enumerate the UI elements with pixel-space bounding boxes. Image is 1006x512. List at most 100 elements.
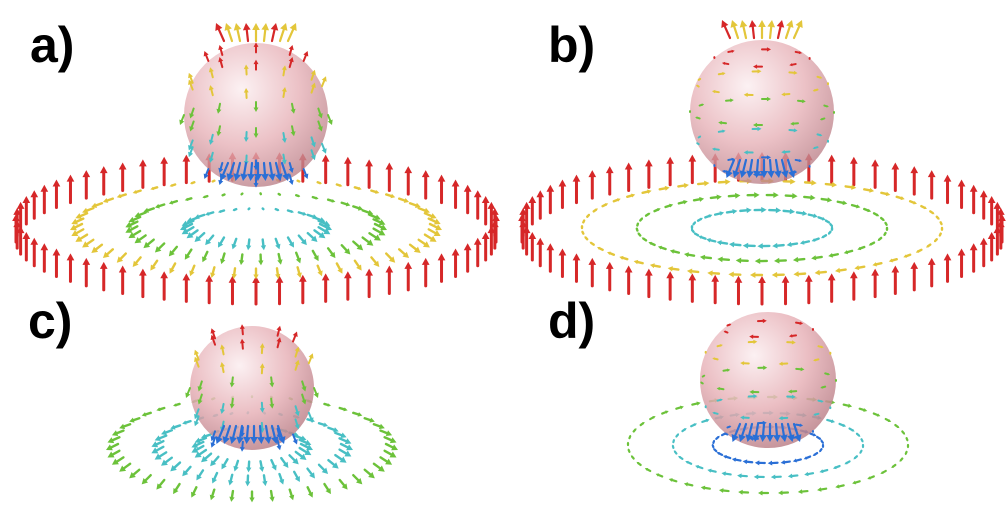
panel-d-ring-arrow bbox=[661, 410, 669, 415]
panel-b-ring-arrow bbox=[792, 256, 806, 263]
panel-b-ring-arrow bbox=[639, 217, 644, 222]
panel-b-ring-arrow bbox=[830, 226, 834, 232]
panel-d-ring-arrow bbox=[835, 484, 845, 489]
panel-a-ring-arrow bbox=[220, 252, 226, 265]
panel-a-ring-arrow bbox=[368, 213, 381, 221]
panel-b-ring-arrow bbox=[784, 193, 798, 199]
panel-d-ring-arrow bbox=[649, 416, 656, 421]
panel-b-ring-arrow bbox=[536, 190, 545, 220]
panel-d-sphere-arrow bbox=[813, 358, 820, 362]
panel-c-sphere bbox=[190, 326, 314, 450]
panel-b-sphere-arrow bbox=[753, 64, 763, 69]
panel-a-ring-arrow bbox=[253, 267, 259, 280]
panel-a-sphere-arrows bbox=[179, 23, 333, 188]
panel-b-ring-arrow bbox=[872, 212, 880, 217]
panel-d-ring-arrow bbox=[880, 469, 887, 474]
panel-a-ring-arrow bbox=[368, 232, 381, 241]
panel-c-sphere-arrow bbox=[270, 424, 279, 444]
panel-b-ring-arrow bbox=[696, 217, 703, 222]
panel-b-ring-arrow bbox=[572, 174, 581, 205]
panel-b-ring-arrow bbox=[895, 195, 905, 201]
panel-b-ring-arrow bbox=[645, 159, 653, 189]
panel-b-ring-arrow bbox=[597, 246, 604, 252]
panel-b-ring-arrow bbox=[669, 249, 681, 254]
panel-b-ring-arrow bbox=[803, 179, 817, 186]
panel-a-sphere-arrow bbox=[208, 133, 214, 145]
panel-a-ring-arrow bbox=[274, 237, 281, 250]
panel-a-ring-arrow bbox=[180, 222, 194, 231]
panel-c-sphere-arrow bbox=[215, 424, 226, 444]
panel-a-ring-arrow bbox=[82, 206, 95, 214]
panel-b-ring-arrow bbox=[939, 221, 943, 226]
panel-c-sphere-arrow bbox=[194, 356, 200, 368]
panel-d-sphere-arrow bbox=[820, 385, 827, 389]
panel-c-sphere-arrow bbox=[269, 397, 275, 409]
panel-b-sphere-arrow bbox=[713, 164, 716, 167]
panel-a-sphere-arrow bbox=[189, 107, 195, 119]
panel-b-sphere-arrow bbox=[788, 128, 798, 133]
panel-a-sphere-arrow bbox=[216, 102, 222, 114]
panel-a-ring-arrow bbox=[423, 233, 437, 242]
panel-b-sphere-arrow bbox=[797, 99, 806, 104]
panel-a-sphere-arrow bbox=[288, 57, 294, 69]
panel-c-sphere-arrow bbox=[197, 393, 203, 405]
panel-c-ring-arrow bbox=[334, 431, 347, 439]
panel-d-ring-arrow bbox=[742, 459, 754, 465]
panel-b-ring-arrow bbox=[910, 261, 919, 292]
panel-b-ring-arrow bbox=[699, 254, 713, 261]
panel-d-ring-arrow bbox=[884, 417, 892, 422]
panel-d-sphere-arrow bbox=[740, 361, 750, 366]
panel-d-sphere-arrow bbox=[757, 365, 768, 370]
panel-b-ring-arrow bbox=[820, 197, 833, 203]
panel-b-ring-arrow bbox=[969, 243, 978, 273]
panel-c-ring-arrow bbox=[245, 474, 251, 487]
panel-c-ring-arrow bbox=[363, 417, 375, 423]
panel-b-ring-arrow bbox=[586, 213, 591, 218]
panel-b-sphere-arrow bbox=[717, 71, 726, 76]
panel-d-sphere-arrow bbox=[795, 367, 805, 372]
panel-c-ring-arrow bbox=[151, 439, 165, 448]
panel-a-ring-arrow bbox=[340, 201, 351, 207]
panel-c-ring-arrow bbox=[221, 458, 229, 470]
panel-a-ring-arrow bbox=[335, 183, 343, 187]
panel-d-sphere-arrow bbox=[701, 374, 706, 378]
panel-a-ring-arrow bbox=[102, 248, 115, 259]
panel-b-ring-arrow bbox=[940, 226, 944, 232]
panel-a-ring-arrow bbox=[365, 268, 373, 299]
panel-c-sphere-arrow bbox=[220, 362, 225, 374]
panel-b-ring-arrow bbox=[584, 236, 589, 241]
panel-a-ring-arrow bbox=[297, 234, 307, 246]
panel-c-ring-arrow bbox=[161, 429, 174, 436]
panel-d-sphere-arrow bbox=[817, 399, 824, 403]
panel-a-sphere-arrow bbox=[179, 114, 185, 125]
panel-d-sphere-arrow bbox=[778, 361, 789, 366]
panel-c-ring-arrow bbox=[317, 422, 329, 428]
panel-c-sphere-arrow bbox=[294, 405, 300, 417]
panel-a-ring-arrow bbox=[75, 233, 89, 242]
panel-a-ring-arrow bbox=[404, 166, 413, 196]
panel-a-ring-arrow bbox=[194, 231, 206, 242]
panel-d-sphere-arrow bbox=[829, 351, 832, 355]
panel-b-sphere-arrow bbox=[721, 61, 730, 66]
panel-b-ring-arrow bbox=[706, 238, 717, 243]
panel-a-ring-arrow bbox=[451, 248, 460, 278]
panel-d-ring-arrow bbox=[855, 432, 861, 437]
panel-d-ring-arrow bbox=[671, 444, 675, 449]
panel-a-ring-arrow bbox=[311, 249, 319, 262]
panel-a-sphere-arrow bbox=[224, 23, 234, 43]
panel-a-ring-arrow bbox=[370, 256, 380, 267]
panel-c-ring-arrow bbox=[363, 468, 375, 479]
panel-b-ring-arrow bbox=[653, 208, 661, 213]
panel-a-ring-arrow bbox=[71, 228, 85, 236]
panel-d-ring-arrow bbox=[632, 428, 637, 433]
panel-a-ring-arrow bbox=[296, 179, 301, 183]
panel-d-sphere-arrow bbox=[726, 323, 732, 327]
panel-c-ring-arrow bbox=[129, 468, 141, 479]
panel-b-sphere-arrow bbox=[788, 70, 798, 75]
panel-a-ring-arrow bbox=[295, 194, 301, 198]
panel-a-ring-arrow bbox=[181, 226, 195, 235]
panel-a-ring-arrow bbox=[473, 190, 482, 220]
panel-d-ring-arrow bbox=[859, 449, 863, 455]
panel-d-ring-arrow bbox=[861, 443, 865, 449]
panel-b-ring-arrow bbox=[891, 265, 900, 296]
